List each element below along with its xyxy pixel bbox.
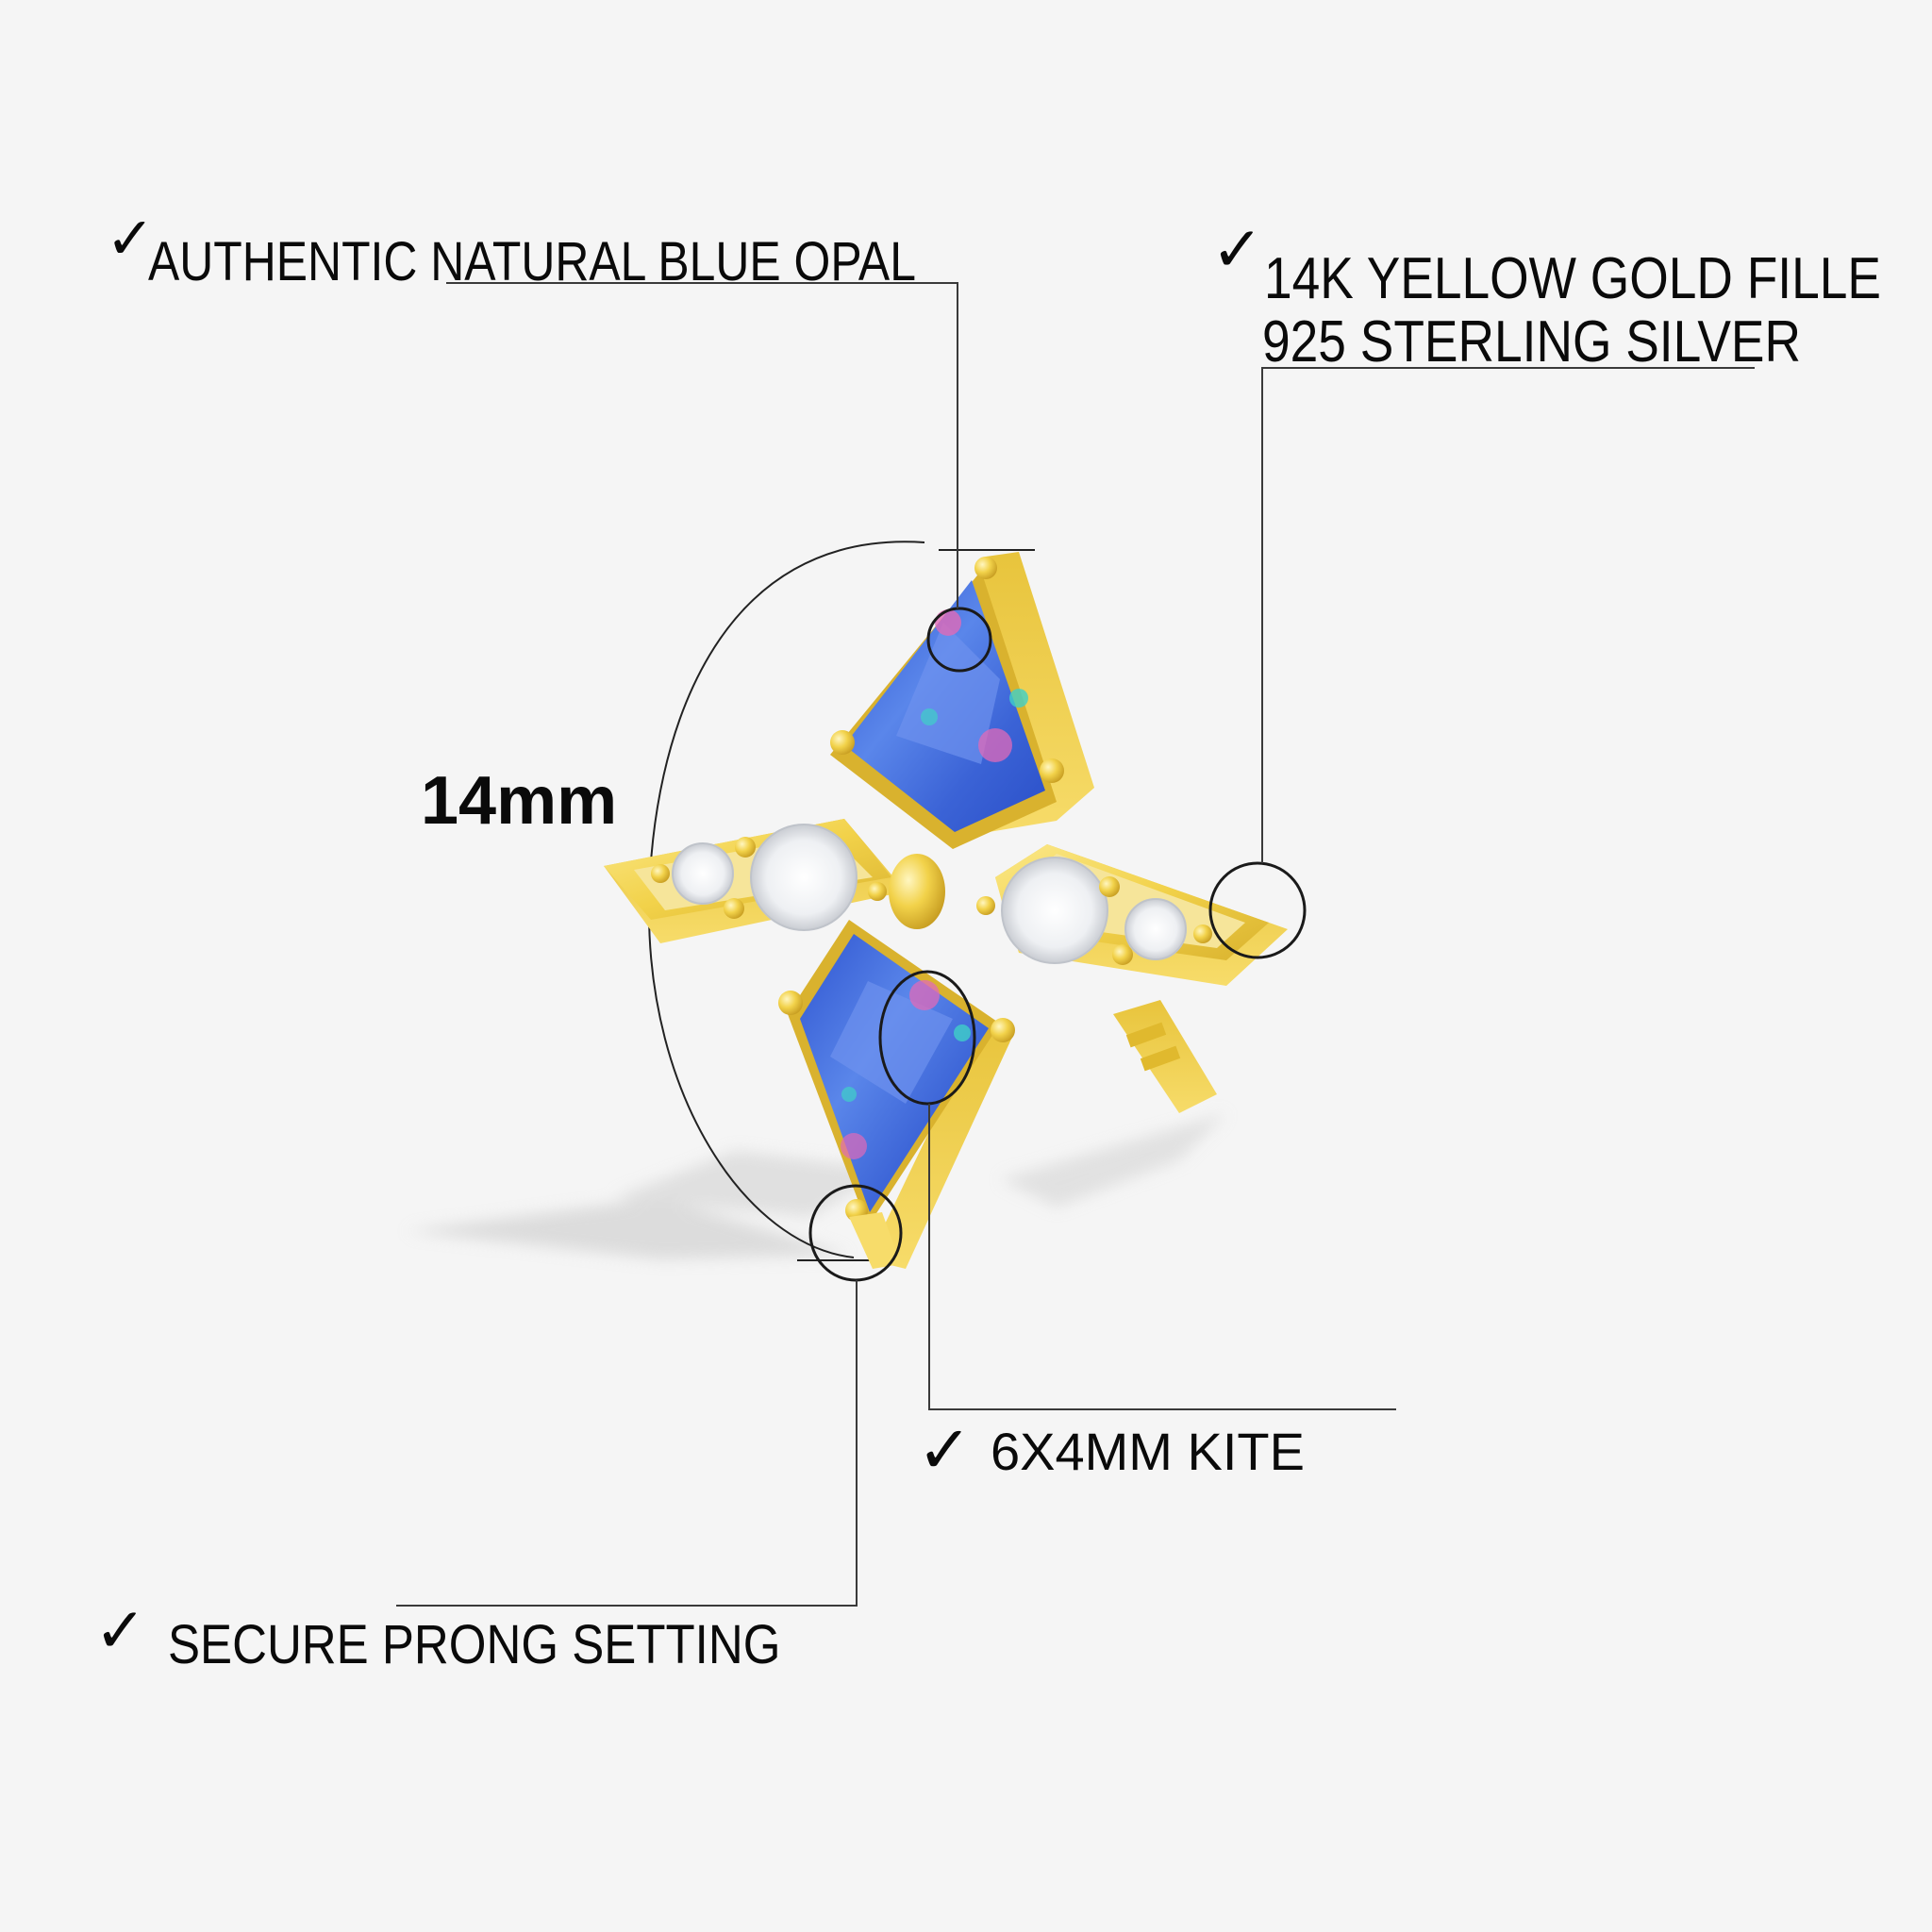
callout-prong-text: SECURE PRONG SETTING (168, 1614, 781, 1675)
metal-leader-line (1261, 367, 1755, 863)
check-icon: ✓ (94, 1594, 147, 1667)
metal-callout-ring (1208, 861, 1307, 959)
drop-shadow (406, 1113, 1226, 1259)
kite-callout-ring (878, 970, 976, 1106)
bottom-opal-wing (778, 920, 1015, 1269)
top-opal-wing (830, 552, 1094, 849)
kite-leader-line (928, 1104, 1396, 1410)
left-diamond-wing (604, 819, 906, 943)
callout-metal-line1: 14K YELLOW GOLD FILLE (1264, 246, 1881, 311)
prong-leader-line (396, 1280, 858, 1607)
opal-leader-line (446, 282, 958, 608)
callout-metal-line2: 925 STERLING SILVER (1262, 309, 1801, 375)
right-diamond-wing (976, 844, 1288, 986)
check-icon: ✓ (917, 1411, 973, 1489)
callout-opal-text: AUTHENTIC NATURAL BLUE OPAL (148, 231, 916, 292)
opal-callout-ring (926, 607, 992, 673)
check-icon: ✓ (1211, 213, 1264, 286)
dimension-label: 14mm (421, 763, 618, 839)
callout-kite-text: 6X4MM KITE (991, 1422, 1305, 1481)
check-icon: ✓ (106, 204, 155, 273)
center-bead (889, 854, 945, 929)
earring-post (1113, 1000, 1217, 1113)
